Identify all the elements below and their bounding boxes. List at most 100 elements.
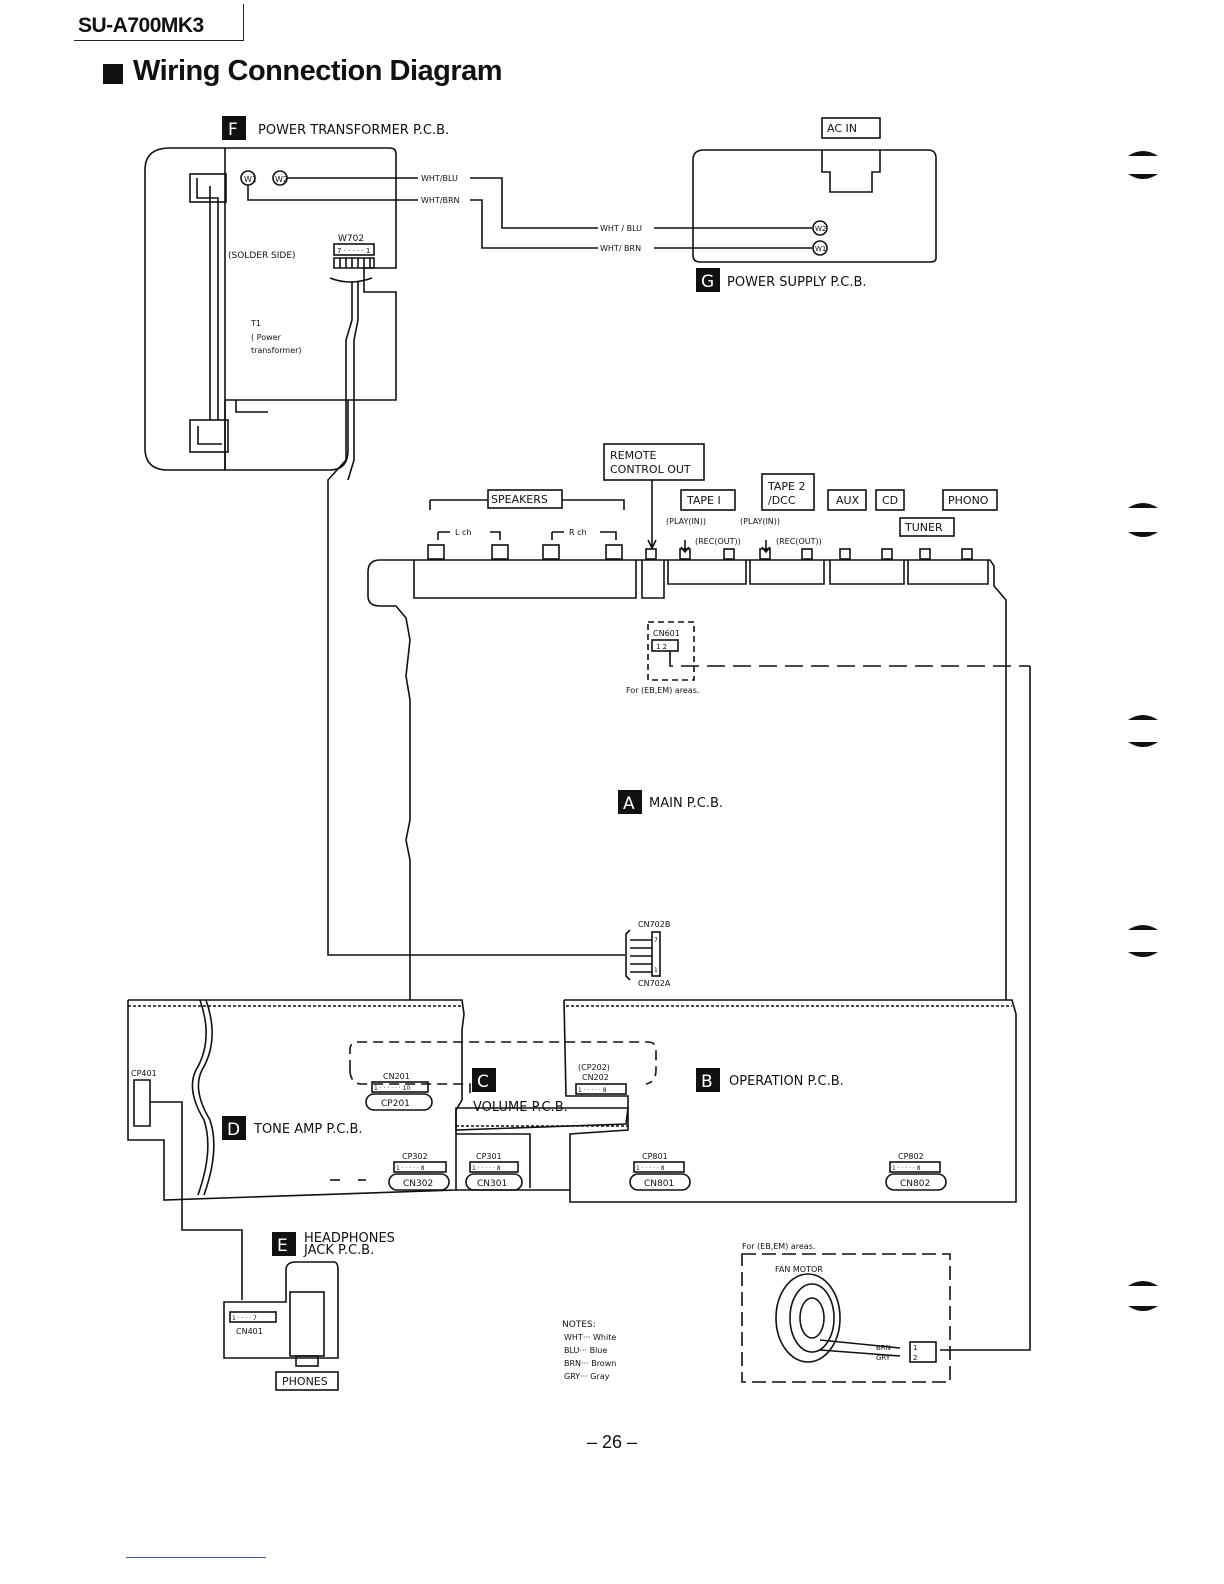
- cp201-label: CP201: [381, 1099, 410, 1109]
- rch-label: R ch: [569, 528, 587, 537]
- rec-out-label-2: (REC(OUT)): [776, 537, 822, 546]
- tape2-label-1: TAPE 2: [767, 480, 805, 493]
- cn202-pins: 1 · · · · · 8: [578, 1087, 607, 1094]
- terminal-w2-ps-icon: [812, 220, 828, 236]
- header-divider: [243, 4, 244, 41]
- badge-f-letter: F: [228, 120, 238, 140]
- tuner-label: TUNER: [904, 521, 943, 534]
- notes-heading: NOTES:: [562, 1320, 596, 1330]
- board-c-name: VOLUME P.C.B.: [473, 1100, 568, 1115]
- cp801-label: CP801: [642, 1152, 668, 1161]
- fan-areas-note: For (EB,EM) areas.: [742, 1242, 815, 1251]
- w702-label: W702: [338, 234, 364, 244]
- rear-panel-labels: [429, 443, 998, 554]
- ac-in-label: AC IN: [827, 122, 857, 135]
- cn201-label: CN201: [383, 1072, 410, 1081]
- board-badges: [222, 116, 720, 1256]
- badge-c-letter: C: [477, 1072, 489, 1092]
- cp401-label: CP401: [131, 1069, 157, 1078]
- main-pcb: [367, 544, 1031, 1351]
- phones-label: PHONES: [282, 1375, 328, 1388]
- power-supply-pcb: [654, 117, 937, 263]
- w702-connector: [333, 243, 375, 256]
- badge-c-icon: [472, 1068, 496, 1092]
- power-transformer-pcb: [144, 147, 625, 956]
- board-a-name: MAIN P.C.B.: [649, 796, 723, 811]
- badge-a-letter: A: [623, 794, 635, 814]
- aux-label: AUX: [836, 494, 860, 507]
- notes-line-3: BRN··· Brown: [564, 1359, 616, 1368]
- t1-label: T1: [250, 319, 261, 328]
- w2-label: W2: [275, 175, 288, 184]
- t1-desc-1: ( Power: [251, 333, 282, 342]
- badge-f-icon: [222, 116, 246, 140]
- notes-line-4: GRY··· Gray: [564, 1372, 610, 1381]
- w1-label: W1: [244, 175, 257, 184]
- tape1-label: TAPE I: [686, 494, 721, 507]
- rec-out-label-1: (REC(OUT)): [695, 537, 741, 546]
- bottom-link-rule: [126, 1557, 266, 1558]
- cp202-label: (CP202): [578, 1063, 610, 1072]
- board-e-name-1: HEADPHONES: [304, 1231, 395, 1246]
- cn702b-label: CN702B: [638, 920, 670, 929]
- fan-gry-label: GRY: [876, 1354, 891, 1362]
- cp801-pins: 1 · · · · · 8: [636, 1165, 665, 1172]
- badge-e-letter: E: [277, 1236, 288, 1256]
- cn202-label: CN202: [582, 1073, 609, 1082]
- header-underline: [74, 40, 244, 41]
- remote-label-1: REMOTE: [610, 449, 656, 462]
- cp301-pins: 1 · · · · · 8: [472, 1165, 501, 1172]
- cn401-pins: 1 · · · · 7: [232, 1315, 257, 1322]
- cn601-label: CN601: [653, 629, 680, 638]
- cn702-pin-bottom: 1: [654, 967, 658, 974]
- notes-line-2: BLU··· Blue: [564, 1346, 607, 1355]
- solder-side-label: (SOLDER SIDE): [228, 251, 296, 261]
- lch-label: L ch: [455, 528, 471, 537]
- cp802-label: CP802: [898, 1152, 924, 1161]
- cp302-label: CP302: [402, 1152, 428, 1161]
- tape2-label-2: /DCC: [768, 494, 796, 507]
- ps-wire-brn: WHT/ BRN: [600, 244, 641, 253]
- phono-label: PHONO: [948, 494, 989, 507]
- fan-pin-2: 2: [913, 1354, 917, 1362]
- fan-motor-label: FAN MOTOR: [775, 1265, 823, 1274]
- cn702-pin-top: 7: [654, 937, 658, 944]
- board-g-name: POWER SUPPLY P.C.B.: [727, 275, 867, 290]
- play-in-label-1: (PLAY(IN)): [666, 517, 706, 526]
- headphones-jack-pcb: [223, 1261, 339, 1391]
- wire-label-wht-brn: WHT/BRN: [421, 196, 460, 205]
- cp301-label: CP301: [476, 1152, 502, 1161]
- badge-b-icon: [696, 1068, 720, 1092]
- remote-label-2: CONTROL OUT: [610, 463, 691, 476]
- fan-motor-assembly: [741, 1253, 951, 1383]
- lower-boards: [127, 999, 1017, 1300]
- play-in-label-2: (PLAY(IN)): [740, 517, 780, 526]
- board-b-name: OPERATION P.C.B.: [729, 1074, 844, 1089]
- cn702a-label: CN702A: [638, 979, 671, 988]
- badge-d-letter: D: [227, 1120, 240, 1140]
- cn301-label: CN301: [477, 1179, 507, 1189]
- speakers-label: SPEAKERS: [491, 493, 548, 506]
- cn601-areas-note: For (EB,EM) areas.: [626, 686, 699, 695]
- registration-marks: [1128, 151, 1158, 1311]
- cn302-label: CN302: [403, 1179, 433, 1189]
- cp802-pins: 1 · · · · · 8: [892, 1165, 921, 1172]
- page-title: Wiring Connection Diagram: [133, 55, 503, 87]
- notes-line-1: WHT··· White: [564, 1333, 616, 1342]
- wire-label-wht-blu: WHT/BLU: [421, 174, 458, 183]
- board-f-name: POWER TRANSFORMER P.C.B.: [258, 123, 449, 138]
- ps-wire-blu: WHT / BLU: [600, 224, 642, 233]
- t1-desc-2: transformer): [251, 346, 302, 355]
- w702-pins: 7 · · · · · 1: [337, 247, 370, 255]
- ps-w1-label: W1: [815, 245, 826, 253]
- badge-g-icon: [696, 268, 720, 292]
- title-bullet-icon: [103, 64, 123, 84]
- cn601-pins: 1 2: [656, 643, 667, 651]
- cn401-label: CN401: [236, 1327, 263, 1336]
- fan-brn-label: BRN: [876, 1344, 891, 1352]
- cp302-pins: 1 · · · · · 8: [396, 1165, 425, 1172]
- cd-label: CD: [882, 494, 898, 507]
- badge-d-icon: [222, 1116, 246, 1140]
- page-number: – 26 –: [586, 1432, 638, 1452]
- badge-b-letter: B: [701, 1072, 713, 1092]
